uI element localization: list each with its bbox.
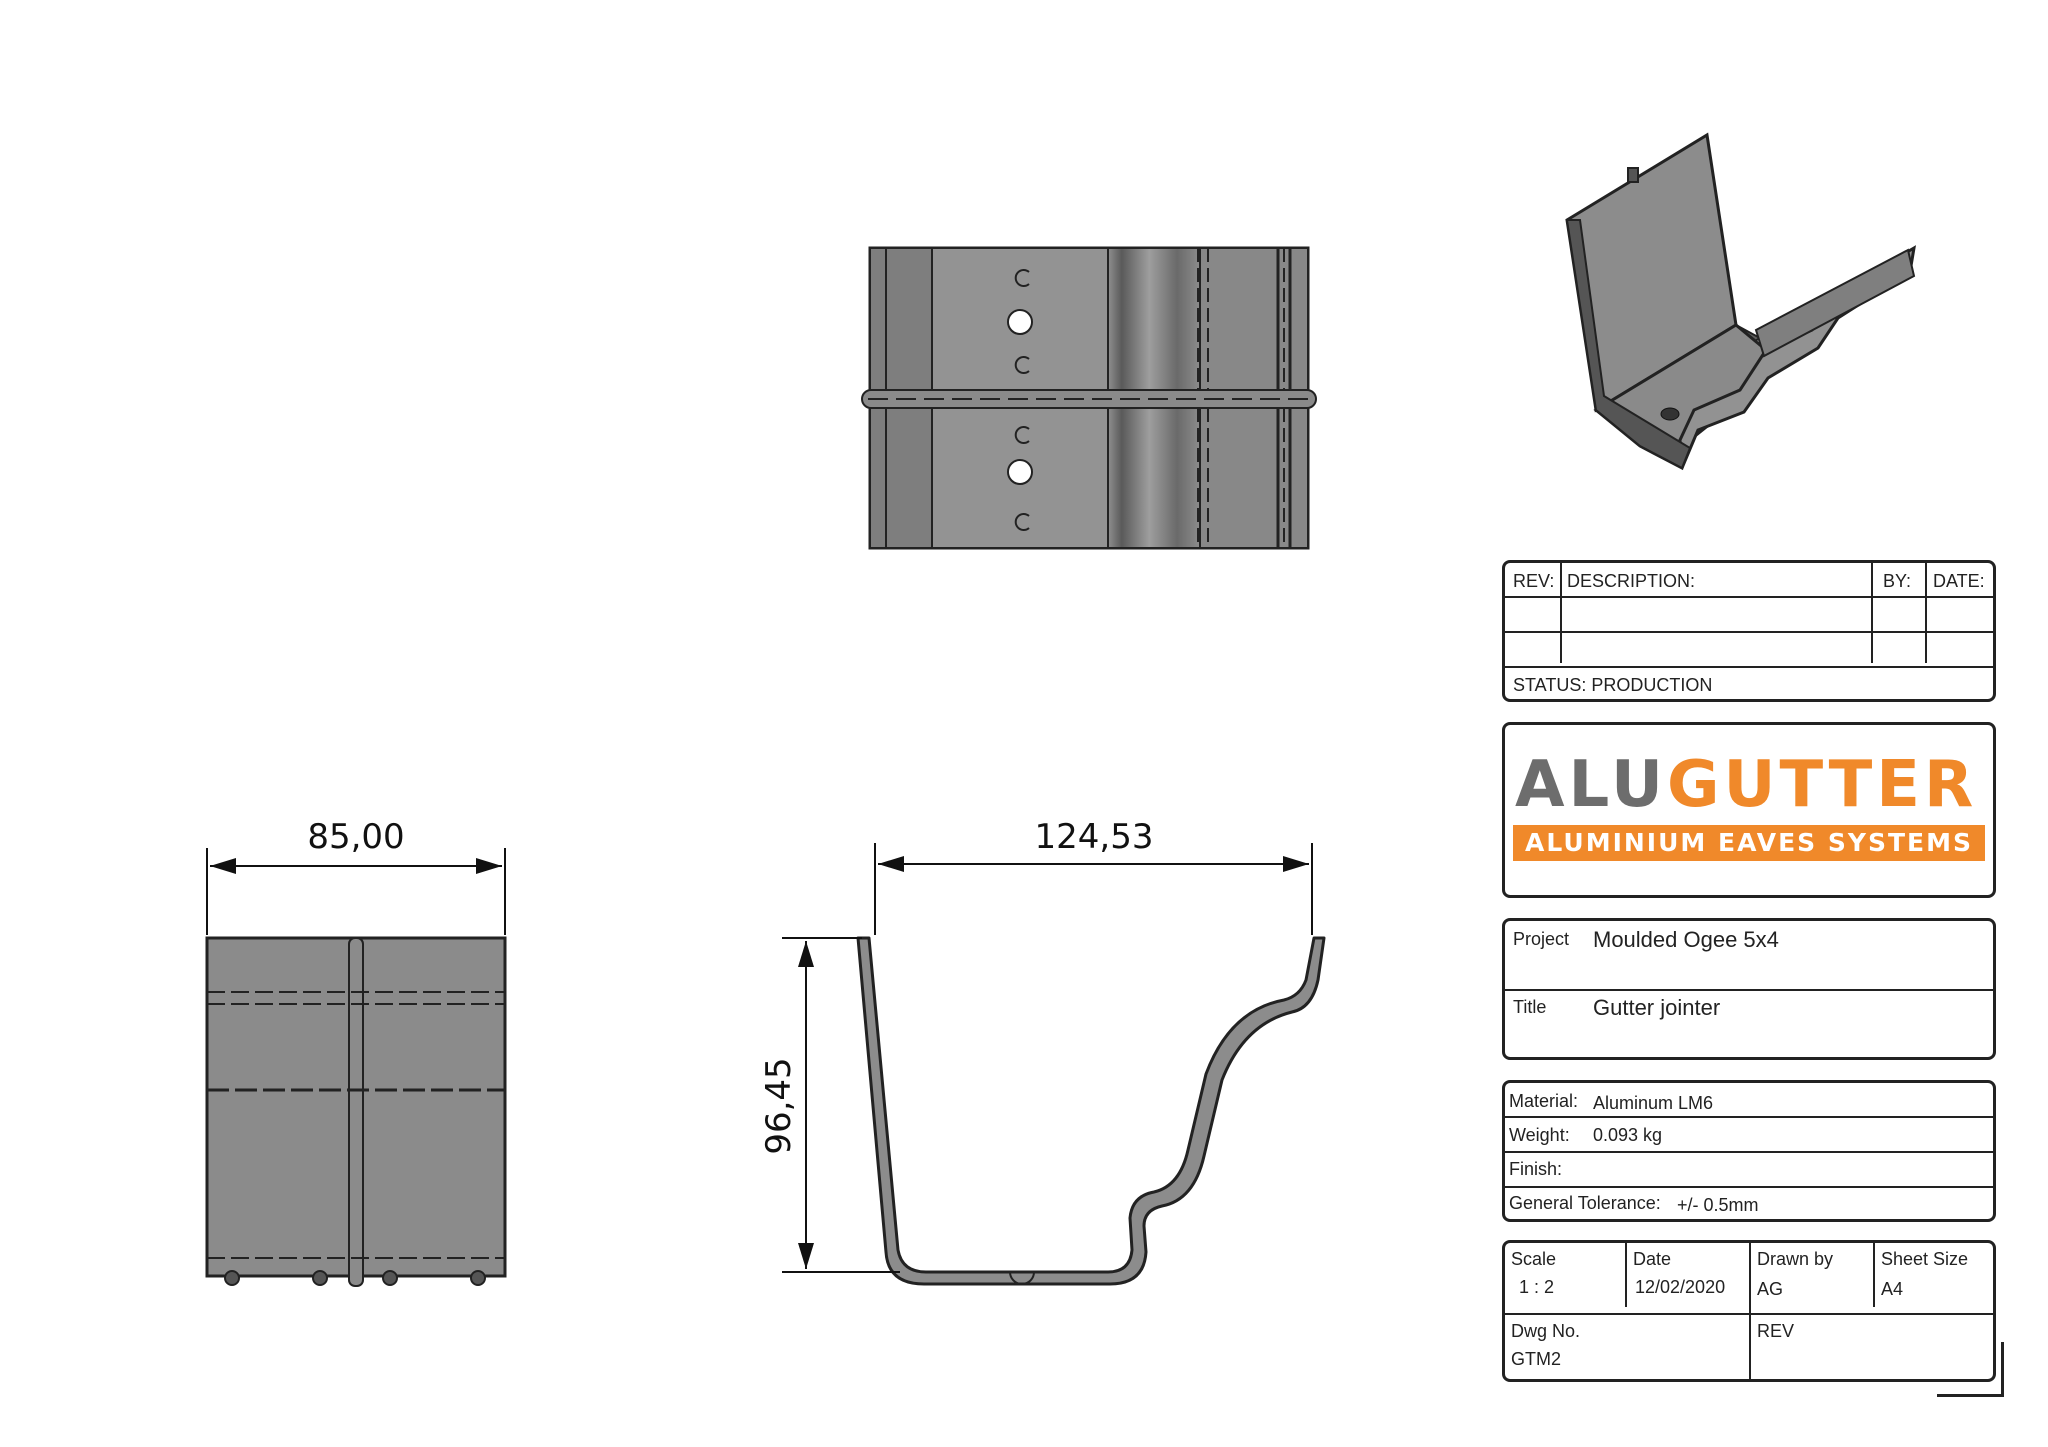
scale-value: 1 : 2 — [1519, 1277, 1555, 1297]
logo-word-gutter: GUTTER — [1667, 748, 1978, 822]
dim-profile-height-label: 96,45 — [759, 1057, 799, 1154]
sheet-corner-mark — [1937, 1342, 2004, 1397]
tolerance-label: General Tolerance: — [1509, 1193, 1661, 1213]
sheet-size-label: Sheet Size — [1881, 1249, 1969, 1269]
date-label: Date — [1633, 1249, 1672, 1269]
drawn-by-value: AG — [1757, 1279, 1784, 1299]
dimension-side-width: 85,00 — [206, 817, 506, 935]
description-header: DESCRIPTION: — [1567, 571, 1696, 591]
material-label: Material: — [1509, 1091, 1579, 1111]
project-block: Project Moulded Ogee 5x4 Title Gutter jo… — [1502, 918, 1996, 1060]
material-block: Material: Aluminum LM6 Weight: 0.093 kg … — [1502, 1080, 1996, 1222]
side-view — [205, 936, 507, 1287]
project-label: Project — [1513, 929, 1570, 949]
top-view — [861, 246, 1317, 550]
status-label: STATUS: PRODUCTION — [1513, 675, 1713, 695]
revision-table: REV: DESCRIPTION: BY: DATE: STATUS: PROD… — [1502, 560, 1996, 702]
date-header: DATE: — [1933, 571, 1985, 591]
weight-value: 0.093 kg — [1593, 1125, 1663, 1145]
logo-wordmark: ALUGUTTER — [1515, 753, 1977, 817]
logo-word-alu: ALU — [1515, 748, 1667, 822]
title-value: Gutter jointer — [1593, 995, 1721, 1020]
dim-profile-width-label: 124,53 — [1035, 817, 1154, 857]
title-label: Title — [1513, 997, 1547, 1017]
profile-view — [856, 936, 1326, 1286]
dimension-profile-width: 124,53 — [874, 817, 1313, 935]
date-value: 12/02/2020 — [1635, 1277, 1726, 1297]
sheet-size-value: A4 — [1881, 1279, 1904, 1299]
company-logo: ALUGUTTER ALUMINIUM EAVES SYSTEMS — [1502, 722, 1996, 898]
material-value: Aluminum LM6 — [1593, 1093, 1714, 1113]
project-value: Moulded Ogee 5x4 — [1593, 927, 1779, 952]
dwg-no-value: GTM2 — [1511, 1349, 1562, 1369]
tolerance-value: +/- 0.5mm — [1677, 1195, 1759, 1215]
isometric-gutter-jointer-view — [1565, 132, 1917, 471]
finish-label: Finish: — [1509, 1159, 1563, 1179]
by-header: BY: — [1883, 571, 1912, 591]
dim-side-width-label: 85,00 — [307, 817, 404, 857]
dwg-no-label: Dwg No. — [1511, 1321, 1581, 1341]
scale-label: Scale — [1511, 1249, 1557, 1269]
drawing-info-block: Scale 1 : 2 Date 12/02/2020 Drawn by AG … — [1502, 1240, 1996, 1382]
logo-tagline: ALUMINIUM EAVES SYSTEMS — [1513, 825, 1985, 861]
drawn-by-label: Drawn by — [1757, 1249, 1834, 1269]
rev-label: REV — [1757, 1321, 1795, 1341]
weight-label: Weight: — [1509, 1125, 1570, 1145]
dimension-profile-height: 96,45 — [759, 937, 900, 1273]
rev-header: REV: — [1513, 571, 1555, 591]
